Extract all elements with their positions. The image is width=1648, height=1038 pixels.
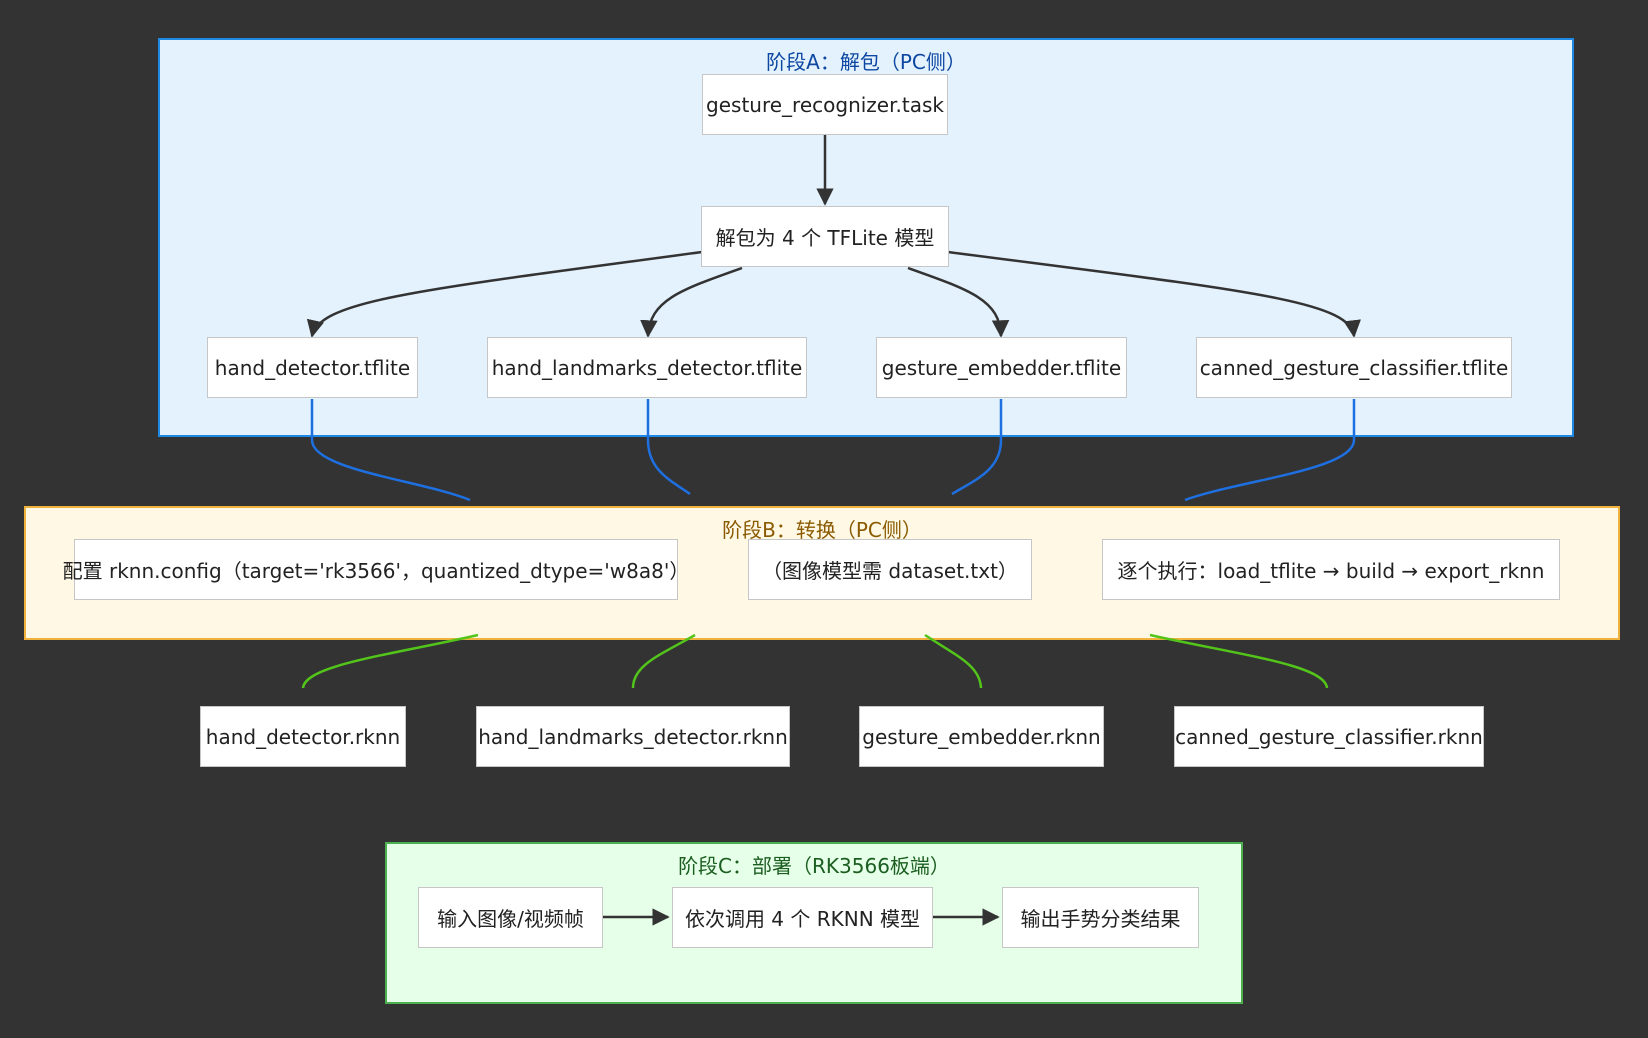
hand-landmarks-detector-tflite-node: hand_landmarks_detector.tflite xyxy=(487,337,807,398)
canned-gesture-classifier-rknn-node: canned_gesture_classifier.rknn xyxy=(1174,706,1484,767)
unpack-node: 解包为 4 个 TFLite 模型 xyxy=(701,206,949,267)
invoke-models-node: 依次调用 4 个 RKNN 模型 xyxy=(672,887,933,948)
hand-landmarks-detector-rknn-node: hand_landmarks_detector.rknn xyxy=(476,706,790,767)
edge-stage-b-to-classifier-rknn xyxy=(1149,633,1329,689)
edge-stage-b-to-landmarks-rknn xyxy=(631,633,696,689)
output-result-node: 输出手势分类结果 xyxy=(1002,887,1199,948)
hand-detector-tflite-node: hand_detector.tflite xyxy=(207,337,418,398)
hand-detector-rknn-node: hand_detector.rknn xyxy=(200,706,406,767)
stage-b-title: 阶段B：转换（PC侧） xyxy=(722,518,922,542)
stage-a-title: 阶段A：解包（PC侧） xyxy=(766,50,966,74)
canned-gesture-classifier-tflite-node: canned_gesture_classifier.tflite xyxy=(1196,337,1512,398)
stage-c-title: 阶段C：部署（RK3566板端） xyxy=(678,854,950,878)
dataset-note-node: （图像模型需 dataset.txt） xyxy=(748,539,1032,600)
task-file-node: gesture_recognizer.task xyxy=(702,74,948,135)
edge-stage-b-to-hand-detector-rknn xyxy=(301,633,479,689)
input-frames-node: 输入图像/视频帧 xyxy=(418,887,603,948)
gesture-embedder-tflite-node: gesture_embedder.tflite xyxy=(876,337,1127,398)
execute-steps-node: 逐个执行：load_tflite → build → export_rknn xyxy=(1102,539,1560,600)
edge-stage-b-to-embedder-rknn xyxy=(924,633,983,689)
gesture-embedder-rknn-node: gesture_embedder.rknn xyxy=(859,706,1104,767)
rknn-config-node: 配置 rknn.config（target='rk3566'，quantized… xyxy=(63,539,689,600)
